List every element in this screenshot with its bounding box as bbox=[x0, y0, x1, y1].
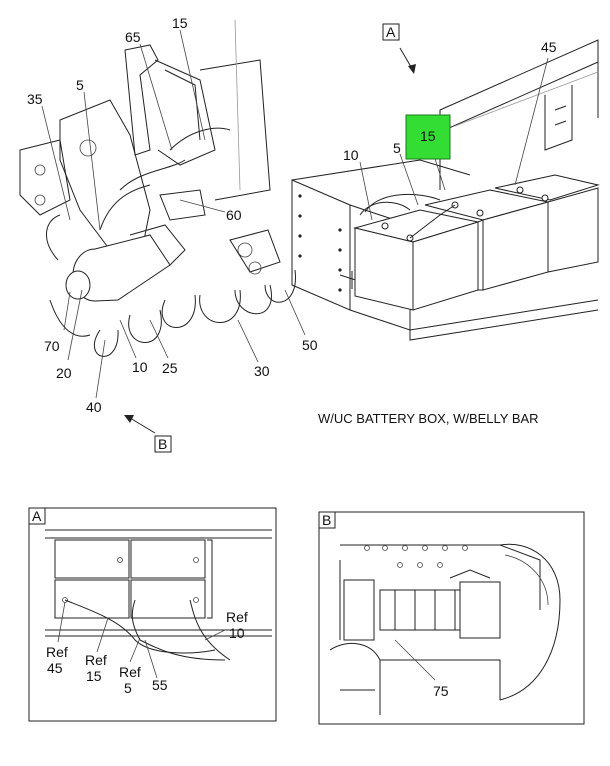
detail-b-callout-75: 75 bbox=[433, 683, 449, 699]
view-arrows bbox=[124, 47, 416, 434]
callout-70: 70 bbox=[44, 338, 60, 354]
callout-50: 50 bbox=[302, 337, 318, 353]
detail-a-ref-10-num: 10 bbox=[229, 625, 245, 641]
detail-a-ref-5-num: 5 bbox=[124, 680, 132, 696]
callout-10-right: 10 bbox=[343, 147, 359, 163]
callout-60: 60 bbox=[226, 207, 242, 223]
highlighted-part-label: 15 bbox=[420, 128, 436, 144]
callout-labels: 15 65 35 5 60 10 5 45 70 20 10 25 40 30 … bbox=[27, 15, 557, 415]
callout-45: 45 bbox=[541, 39, 557, 55]
frame-rail bbox=[439, 39, 599, 190]
view-marker-a: A bbox=[386, 24, 396, 40]
callout-65: 65 bbox=[125, 29, 141, 45]
view-marker-b: B bbox=[158, 436, 167, 452]
detail-a-ref-45-ref: Ref bbox=[46, 644, 68, 660]
view-marker-b-box bbox=[154, 435, 172, 453]
detail-a-callout-55: 55 bbox=[152, 677, 168, 693]
callout-35: 35 bbox=[27, 91, 43, 107]
callout-10-left: 10 bbox=[132, 359, 148, 375]
detail-a-ref-10-ref: Ref bbox=[226, 609, 248, 625]
detail-a-ref-5-ref: Ref bbox=[119, 664, 141, 680]
callout-15-top: 15 bbox=[172, 15, 188, 31]
highlighted-part-box bbox=[405, 114, 451, 160]
detail-a-ref-15-num: 15 bbox=[86, 668, 102, 684]
detail-b-label: B bbox=[322, 512, 331, 528]
starter-assembly bbox=[19, 19, 296, 357]
callout-5-left: 5 bbox=[76, 77, 84, 93]
batteries bbox=[353, 174, 600, 311]
callout-30: 30 bbox=[254, 363, 270, 379]
main-illustration: A B 15 15 65 35 5 60 10 5 45 70 20 10 25… bbox=[19, 15, 600, 453]
detail-a-ref-45-num: 45 bbox=[47, 660, 63, 676]
view-marker-a-box bbox=[382, 23, 400, 41]
callout-20: 20 bbox=[56, 365, 72, 381]
detail-a-panel: A Ref 45 Ref 15 Ref 5 Ref 10 55 bbox=[28, 507, 277, 722]
callout-25: 25 bbox=[162, 360, 178, 376]
diagram-caption: W/UC BATTERY BOX, W/BELLY BAR bbox=[318, 411, 539, 426]
callout-5-right: 5 bbox=[393, 140, 401, 156]
detail-a-label: A bbox=[32, 508, 42, 524]
detail-b-panel: B 75 bbox=[318, 511, 585, 725]
detail-a-ref-15-ref: Ref bbox=[85, 652, 107, 668]
callout-40: 40 bbox=[86, 399, 102, 415]
leader-lines bbox=[41, 29, 549, 399]
